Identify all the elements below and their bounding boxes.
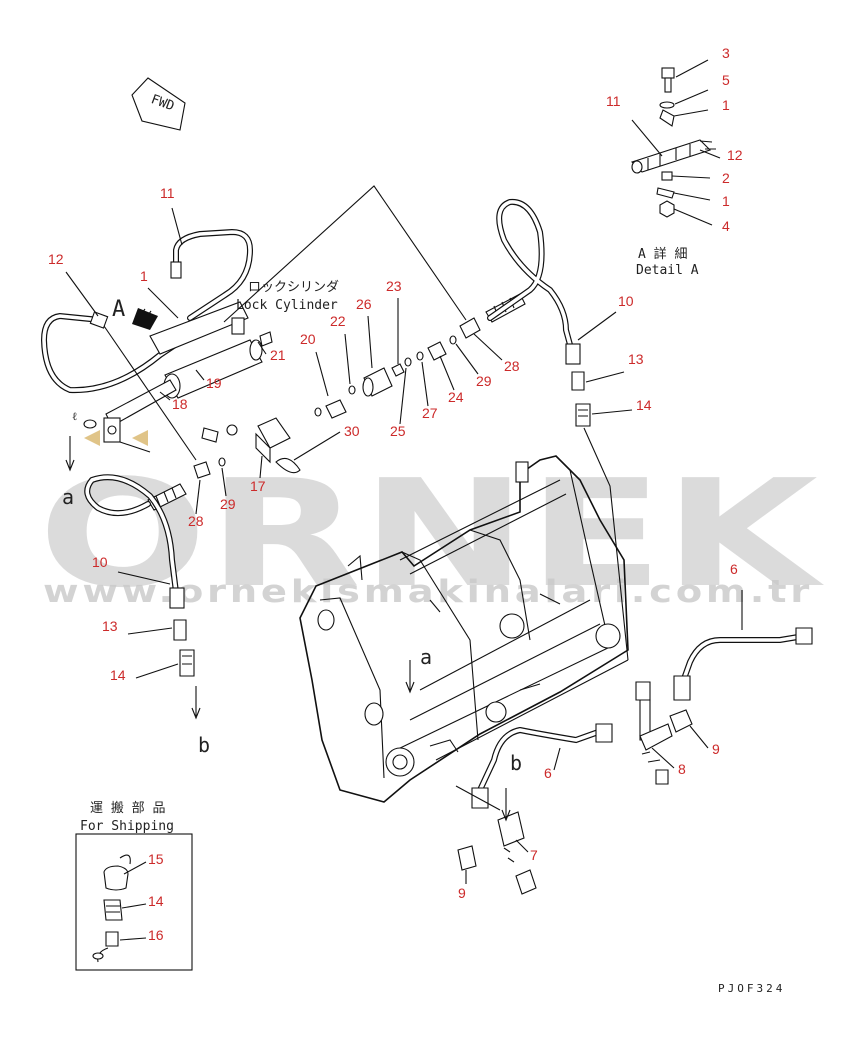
callout-16: 16 <box>148 927 164 943</box>
callout-21: 21 <box>270 347 286 363</box>
callout-17: 17 <box>250 478 266 494</box>
callout-12-detail: 12 <box>727 147 743 163</box>
watermark-url: www.orneklsmakinalari.com.tr <box>43 574 813 610</box>
callout-3-detail: 3 <box>722 45 730 61</box>
view-a-arrow-icon <box>132 308 158 330</box>
callout-23: 23 <box>386 278 402 294</box>
callout-28-left: 28 <box>188 513 204 529</box>
callout-22: 22 <box>330 313 346 329</box>
callout-4-detail: 4 <box>722 218 730 234</box>
lock-cylinder-label-jp: ロックシリンダ <box>248 280 339 295</box>
flow-marker-a-left: a <box>62 485 74 509</box>
callout-12-main: 12 <box>48 251 64 267</box>
hose-12-loop <box>40 311 178 394</box>
view-a-label: A <box>112 297 125 322</box>
callout-14-right: 14 <box>636 397 652 413</box>
callout-18: 18 <box>172 396 188 412</box>
lock-cylinder-label-en: Lock Cylinder <box>236 298 338 313</box>
hose-10-left <box>84 474 195 677</box>
callout-26: 26 <box>356 296 372 312</box>
callout-13-left: 13 <box>102 618 118 634</box>
callout-20: 20 <box>300 331 316 347</box>
callout-9-right: 9 <box>712 741 720 757</box>
callout-6-right: 6 <box>730 561 738 577</box>
flow-arrow-a-center <box>405 660 415 694</box>
fwd-arrow-icon: FWD <box>131 77 186 131</box>
hose-11-upper <box>170 228 254 321</box>
hose-10-right <box>487 198 591 427</box>
callout-5-detail: 5 <box>722 72 730 88</box>
callout-7: 7 <box>530 847 538 863</box>
callout-1-main: 1 <box>140 268 148 284</box>
callout-10-left: 10 <box>92 554 108 570</box>
shipping-title-jp: 運 搬 部 品 <box>90 801 165 816</box>
callout-29-right: 29 <box>476 373 492 389</box>
callout-24: 24 <box>448 389 464 405</box>
callout-1-detail-lower: 1 <box>722 193 730 209</box>
callout-11-detail: 11 <box>606 93 621 109</box>
callout-29-left: 29 <box>220 496 236 512</box>
shipping-parts-box <box>75 833 193 971</box>
callout-28-right: 28 <box>504 358 520 374</box>
callout-8: 8 <box>678 761 686 777</box>
flow-arrow-b-left <box>191 686 201 720</box>
callout-25: 25 <box>390 423 406 439</box>
detail-a-title-jp: A 詳 細 <box>638 246 687 262</box>
flow-marker-a-center: a <box>420 645 432 669</box>
flow-marker-b-left: b <box>198 733 210 757</box>
flow-marker-b-center: b <box>510 751 522 775</box>
callout-27: 27 <box>422 405 438 421</box>
callout-14-left: 14 <box>110 667 126 683</box>
coupler-frame <box>299 455 629 803</box>
callout-15: 15 <box>148 851 164 867</box>
flow-arrow-a-left <box>65 436 75 472</box>
lock-cylinder <box>103 301 273 453</box>
callout-30: 30 <box>344 423 360 439</box>
hose-6-right <box>635 627 813 785</box>
callout-2-detail: 2 <box>722 170 730 186</box>
callout-1-detail-upper: 1 <box>722 97 730 113</box>
callout-6-bottom: 6 <box>544 765 552 781</box>
callout-19: 19 <box>206 375 222 391</box>
callout-11-main: 11 <box>160 185 175 201</box>
flow-arrow-b-bottom <box>501 788 511 822</box>
detail-a-assembly <box>630 59 721 226</box>
callout-13-right: 13 <box>628 351 644 367</box>
svg-text:ℓ: ℓ <box>72 410 77 423</box>
callout-9-bottom: 9 <box>458 885 466 901</box>
shipping-title-en: For Shipping <box>80 819 174 834</box>
drawing-code: PJOF324 <box>718 982 785 995</box>
hose-6-bottom <box>457 723 613 895</box>
callout-14-shipping: 14 <box>148 893 164 909</box>
fitting-small-left: ℓ <box>72 410 148 446</box>
detail-a-title-en: Detail A <box>636 263 699 278</box>
callout-10-right: 10 <box>618 293 634 309</box>
